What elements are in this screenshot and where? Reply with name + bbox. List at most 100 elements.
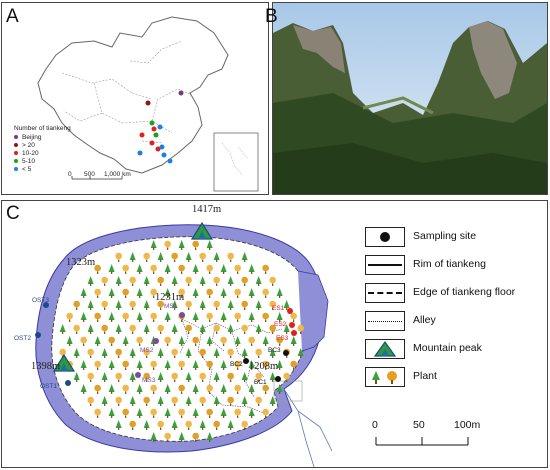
peak-1417m [190, 221, 214, 240]
plant [199, 276, 206, 286]
tiankeng-dots [137, 90, 184, 164]
plant [122, 336, 129, 346]
plant [241, 252, 248, 262]
plant [129, 396, 136, 406]
plant [290, 336, 297, 346]
plant [143, 300, 150, 310]
plant [283, 372, 290, 382]
plant [108, 384, 115, 394]
plant [220, 360, 227, 370]
plant [276, 360, 283, 370]
panel-b-photo: B [265, 2, 548, 195]
plant [192, 432, 199, 442]
scale-100m: 100m [454, 419, 481, 431]
plant [255, 276, 262, 286]
plant [171, 372, 178, 382]
plant [185, 324, 192, 334]
site-label-bc2: BC2 [230, 361, 243, 368]
map-legend-label: 10-20 [22, 150, 39, 157]
plant [227, 300, 234, 310]
plant [143, 276, 150, 286]
left-cliff [293, 25, 345, 73]
plants [59, 240, 304, 442]
plant [248, 336, 255, 346]
plant [192, 312, 199, 322]
plant [122, 384, 129, 394]
plant [220, 384, 227, 394]
plant [164, 360, 171, 370]
plant [213, 324, 220, 334]
plant [87, 348, 94, 358]
plant [178, 384, 185, 394]
sampling-site-bc3 [283, 350, 289, 356]
plant [129, 276, 136, 286]
sampling-site-ms3 [135, 372, 141, 378]
plant [269, 396, 276, 406]
right-extension [297, 270, 329, 352]
plant [276, 288, 283, 298]
plant [80, 336, 87, 346]
plant [108, 408, 115, 418]
plant [94, 288, 101, 298]
plant [171, 348, 178, 358]
plant [136, 408, 143, 418]
plant [269, 348, 276, 358]
plant [94, 336, 101, 346]
plant [241, 300, 248, 310]
plant [234, 312, 241, 322]
map-legend-item: 5-10 [14, 158, 35, 165]
sampling-site-ost1 [65, 380, 71, 386]
map-scale-0: 0 [68, 171, 72, 178]
map-legend-dot [14, 143, 18, 147]
plant [164, 264, 171, 274]
plant [199, 396, 206, 406]
plant [241, 348, 248, 358]
plant [248, 312, 255, 322]
plant [283, 324, 290, 334]
plant [73, 372, 80, 382]
plant [73, 300, 80, 310]
plant [108, 360, 115, 370]
map-legend-title: Number of tiankeng [14, 125, 71, 132]
map-legend-dot [14, 151, 18, 155]
plant [178, 240, 185, 250]
plant [206, 312, 213, 322]
map-legend-label: > 20 [22, 142, 35, 149]
sampling-site-es1 [287, 308, 293, 314]
sampling-site-ms1 [179, 312, 185, 318]
plant [73, 324, 80, 334]
plant [143, 252, 150, 262]
plant [234, 264, 241, 274]
plant [129, 252, 136, 262]
site-label-ost1: OST1 [40, 383, 57, 390]
plant [122, 264, 129, 274]
plant [150, 288, 157, 298]
plant [87, 276, 94, 286]
plant [213, 252, 220, 262]
bc-highlight-box [273, 380, 303, 402]
plant [115, 372, 122, 382]
sampling-site-bc1 [275, 376, 281, 382]
plant [171, 324, 178, 334]
plant [241, 324, 248, 334]
map-legend-item: > 20 [14, 142, 35, 149]
plant [108, 264, 115, 274]
site-label-es3: ES3 [276, 335, 289, 342]
plant [185, 300, 192, 310]
plant [108, 312, 115, 322]
plant [192, 264, 199, 274]
plant [80, 360, 87, 370]
plant [80, 288, 87, 298]
plant [164, 240, 171, 250]
plant [185, 420, 192, 430]
plant [234, 384, 241, 394]
plant [227, 276, 234, 286]
plant [192, 288, 199, 298]
plant [227, 420, 234, 430]
map-scale-bar [71, 176, 123, 180]
map-legend-label: < 5 [22, 166, 32, 173]
plant [192, 240, 199, 250]
mountain-peaks [52, 221, 214, 372]
china-map [37, 16, 259, 192]
plant [66, 312, 73, 322]
